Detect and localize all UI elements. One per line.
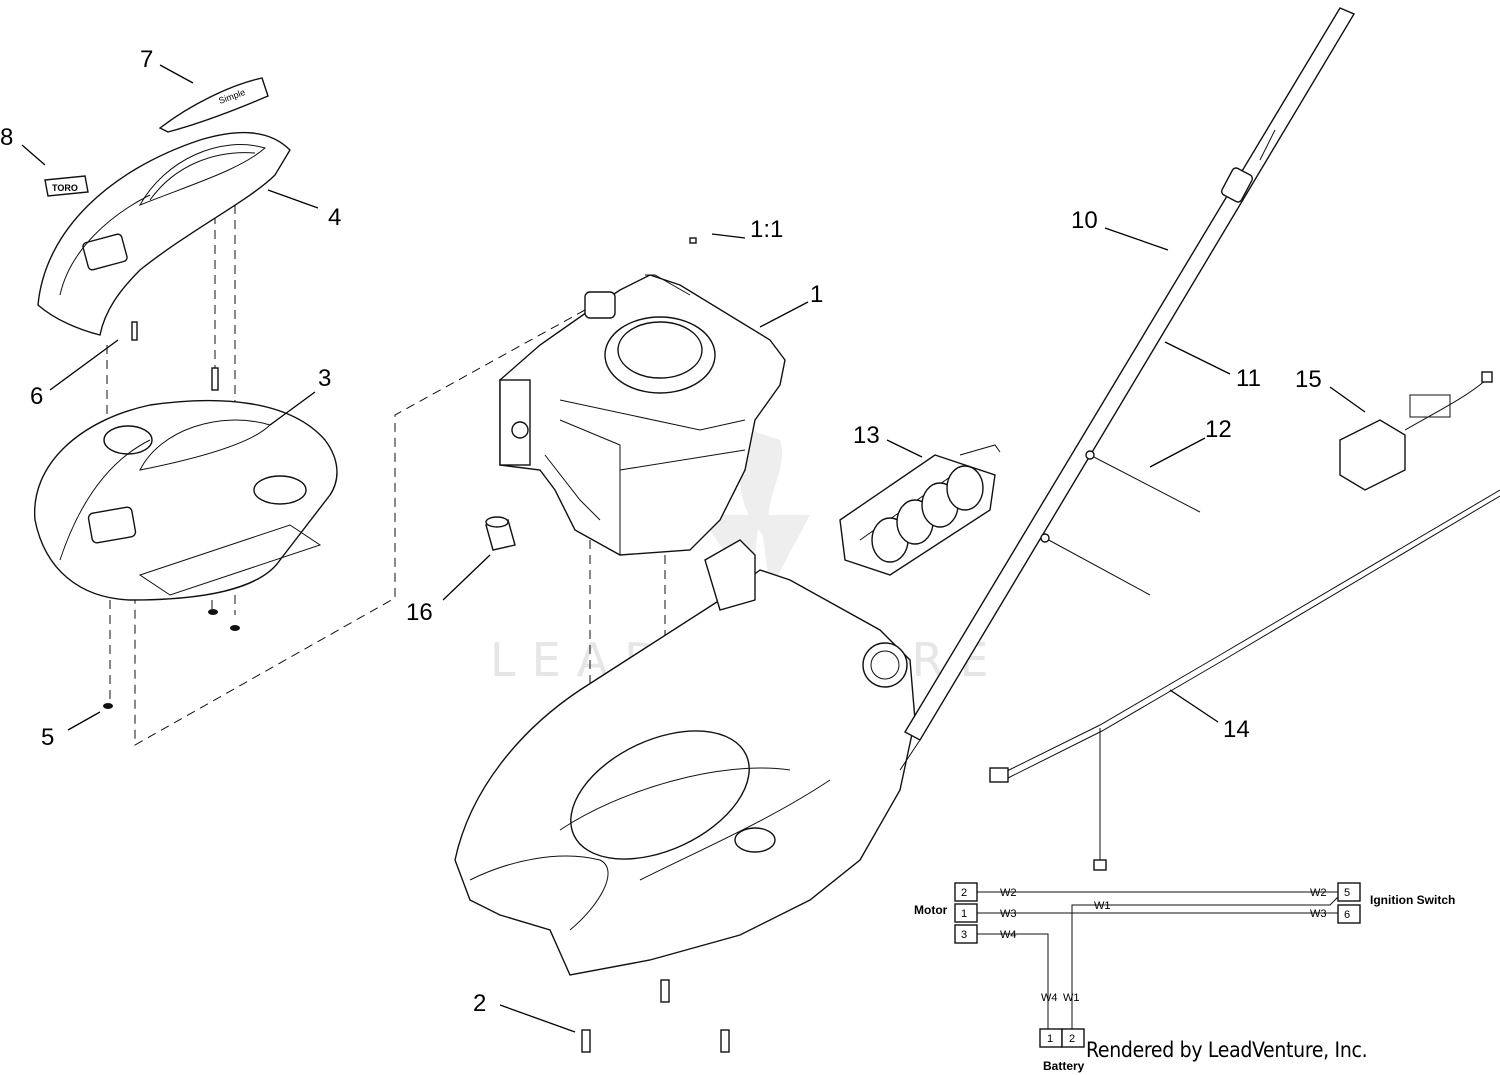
wire-w1-mid: W1 [1094,900,1111,912]
callout-12: 12 [1205,416,1232,443]
callout-11: 11 [1236,365,1261,392]
motor-pin-3: 3 [961,929,967,941]
battery-part [839,444,1001,576]
battery-label: Battery [1043,1059,1085,1073]
wire-w3-right: W3 [1310,908,1327,920]
motor-label: Motor [914,903,948,917]
wire-w2-left: W2 [1000,887,1017,899]
callout-1-1: 1:1 [750,216,783,243]
callout-4: 4 [328,204,341,231]
callout-1: 1 [810,281,823,308]
ignition-pin-6: 6 [1344,909,1350,921]
callout-14: 14 [1223,716,1250,743]
screw-part [131,321,219,391]
callout-15: 15 [1295,366,1322,393]
motor-pin-2: 2 [961,887,967,899]
wire-w4-left: W4 [1000,929,1017,941]
callout-13: 13 [853,422,880,449]
harness-part [989,489,1500,871]
engine-part [499,237,786,556]
svg-text:TORO: TORO [52,183,78,193]
bolt-part [581,979,730,1053]
charger-part [1339,371,1493,491]
callout-2: 2 [473,990,486,1017]
nut-part [103,609,240,709]
wire-w3-left: W3 [1000,908,1017,920]
callout-3: 3 [318,365,331,392]
leader-lines [21,64,1366,1033]
decal-part: Simple [158,77,269,133]
callouts: 7 8 4 3 6 5 16 1:1 1 13 10 11 12 15 14 2 [0,46,1322,1017]
battery-pin-2: 2 [1069,1033,1075,1045]
wiring-schematic: Motor Ignition Switch Battery 2 1 3 5 6 … [914,882,1455,1073]
callout-8: 8 [0,124,13,151]
badge-part: TORO [44,175,89,197]
callout-10: 10 [1071,207,1098,234]
wire-w1-bottom: W1 [1063,992,1080,1004]
ignition-pin-5: 5 [1344,887,1350,899]
cable-tie-part [1040,450,1201,596]
spacer-part [485,516,516,551]
wire-w4-bottom: W4 [1041,992,1058,1004]
top-cover-part [37,131,291,336]
deck-part [454,539,916,976]
base-cover-part [34,399,338,601]
footer-credit: Rendered by LeadVenture, Inc. [1086,1038,1368,1062]
ignition-switch-label: Ignition Switch [1370,893,1455,907]
callout-5: 5 [41,724,54,751]
motor-pin-1: 1 [961,908,967,920]
callout-7: 7 [140,46,153,73]
battery-pin-1: 1 [1047,1033,1053,1045]
callout-6: 6 [30,383,43,410]
callout-16: 16 [406,599,433,626]
handle-part [899,7,1356,771]
wire-w2-right: W2 [1310,887,1327,899]
